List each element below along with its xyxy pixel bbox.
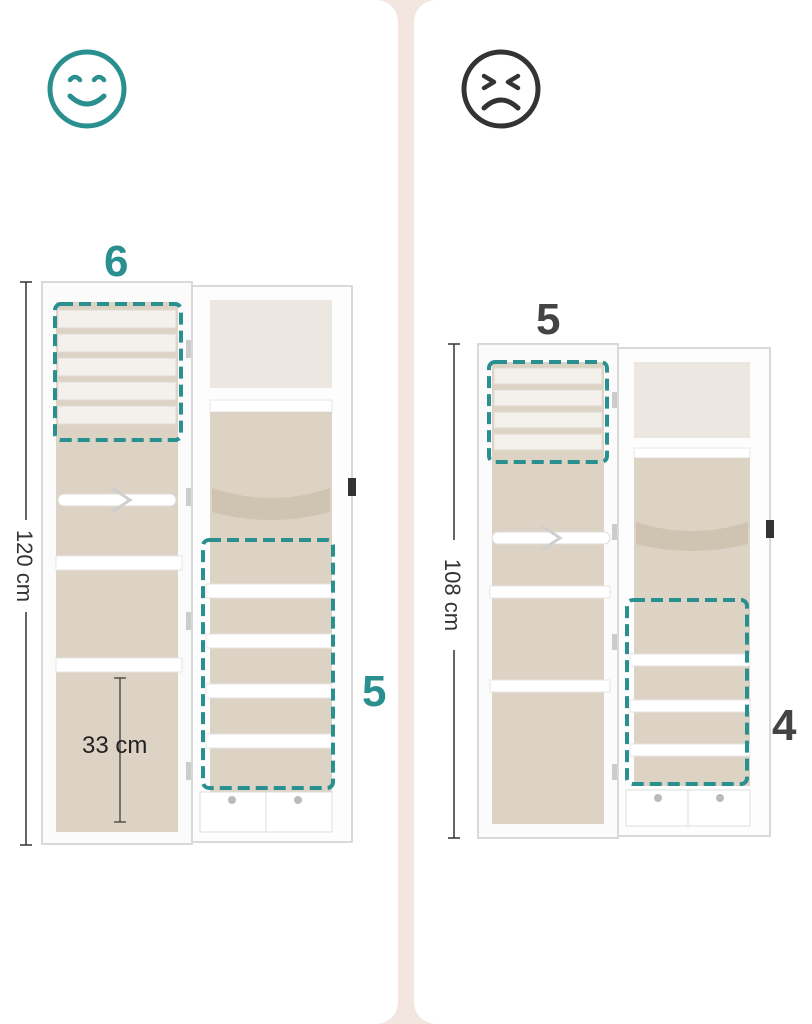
bad-comparison-panel: 5 4 108 cm [414,0,812,1024]
good-comparison-panel: 6 5 120 cm [0,0,398,1024]
jewelry-cabinet-illustration [41,281,356,845]
height-dimension-line [20,281,32,846]
sad-face-icon [461,49,541,129]
top-section-count: 5 [536,295,561,344]
smiley-face-icon [47,49,127,129]
jewelry-cabinet-illustration [477,343,774,839]
bottom-section-count: 4 [772,701,797,750]
bottom-section-count: 5 [362,667,387,716]
inner-height-label: 33 cm [82,732,148,759]
height-dimension-line [448,343,460,839]
top-section-count: 6 [104,237,129,286]
